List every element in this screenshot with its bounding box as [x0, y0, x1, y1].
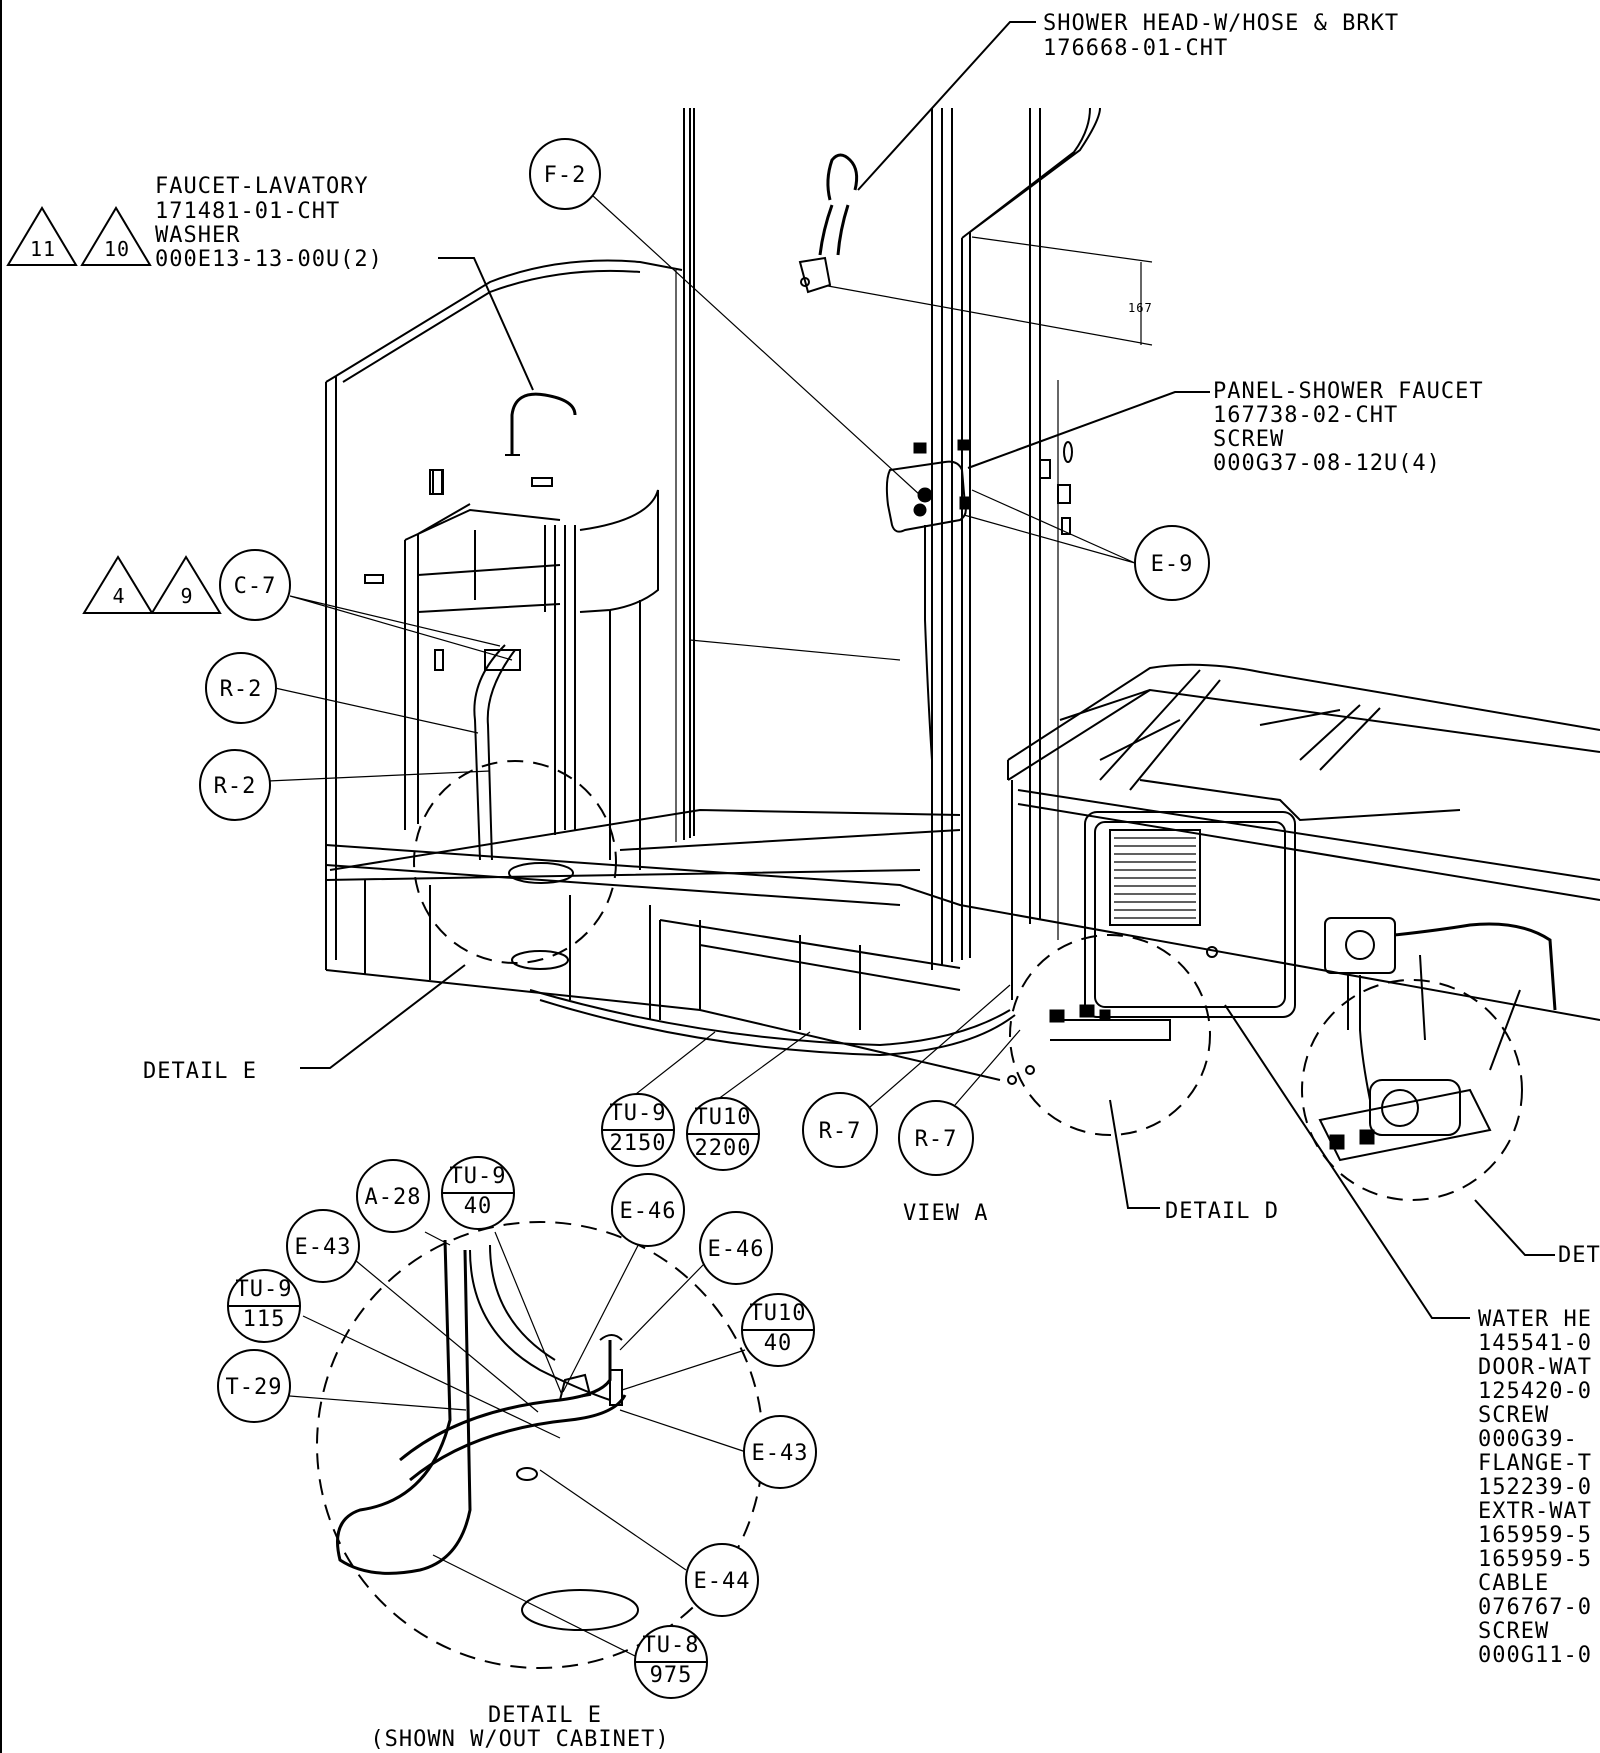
screw-part-number: 000G37-08-12U(4) [1213, 451, 1441, 476]
detail-e-callout: DETAIL E [143, 1059, 257, 1084]
bubble-f2: F-2 [544, 163, 587, 188]
bubble-r2: R-2 [214, 774, 257, 799]
faucet-lavatory-name: FAUCET-LAVATORY [155, 174, 369, 199]
bubble-e43: E-43 [295, 1235, 352, 1260]
item-bubble [217, 1349, 291, 1423]
water-heater-line: EXTR-WAT [1478, 1499, 1592, 1524]
water-heater-line: SCREW [1478, 1403, 1549, 1428]
tubing-length: 115 [243, 1307, 286, 1332]
revision-triangle [82, 555, 154, 614]
water-heater-line: 165959-5 [1478, 1547, 1592, 1572]
water-heater-line: 076767-0 [1478, 1595, 1592, 1620]
tubing-length: 975 [650, 1663, 693, 1688]
leader-lines [267, 21, 1555, 1657]
washer-name: WASHER [155, 223, 240, 248]
water-heater-line: SCREW [1478, 1619, 1549, 1644]
bubble-r7: R-7 [819, 1119, 862, 1144]
panel-shower-faucet-part-number: 167738-02-CHT [1213, 403, 1398, 428]
tubing-code: TU10 [695, 1105, 752, 1130]
detail-cut-label: DET [1558, 1243, 1600, 1268]
revision-triangle [150, 555, 222, 614]
detail-circles [316, 760, 1523, 1669]
detail-d-callout: DETAIL D [1165, 1199, 1279, 1224]
item-bubble [1134, 525, 1210, 601]
revision-triangle-label: 10 [104, 237, 130, 261]
revision-triangles: 11 10 4 9 [6, 206, 222, 614]
dimension-value: 167 [1128, 301, 1153, 315]
tubing-code: TU-9 [236, 1277, 293, 1302]
shower-head-label: SHOWER HEAD-W/HOSE & BRKT 176668-01-CHT [1043, 11, 1399, 61]
detail-e-subtitle: (SHOWN W/OUT CABINET) [370, 1727, 669, 1752]
detail-e-drawing [336, 1239, 639, 1631]
washer-part-number: 000E13-13-00U(2) [155, 247, 383, 272]
item-bubble [219, 549, 291, 621]
item-bubbles: F-2 E-9 C-7 R-2 R-2 R-7 R-7 A-28 E-46 E-… [199, 138, 1210, 1617]
water-heater-line: 000G11-0 [1478, 1643, 1592, 1668]
water-heater-line: FLANGE-T [1478, 1451, 1592, 1476]
shower-head-part-number: 176668-01-CHT [1043, 36, 1228, 61]
item-bubble [356, 1159, 430, 1233]
water-heater-line: WATER HE [1478, 1307, 1592, 1332]
item-bubble [898, 1100, 974, 1176]
item-bubble [699, 1211, 773, 1285]
water-heater-line: 152239-0 [1478, 1475, 1592, 1500]
bubble-e46: E-46 [620, 1199, 677, 1224]
heater-vent-grille [1109, 829, 1201, 926]
revision-triangle-label: 11 [30, 237, 56, 261]
item-bubble [611, 1173, 685, 1247]
bubble-e43: E-43 [752, 1441, 809, 1466]
tubing-code: TU-9 [610, 1101, 667, 1126]
bubble-r7: R-7 [915, 1127, 958, 1152]
bubble-a28: A-28 [365, 1185, 422, 1210]
tubing-code: TU-9 [450, 1164, 507, 1189]
revision-triangle-label: 9 [180, 584, 193, 608]
water-heater-line: 145541-0 [1478, 1331, 1592, 1356]
tubing-length: 40 [464, 1194, 493, 1219]
tubing-code: TU-8 [643, 1633, 700, 1658]
revision-triangle [80, 206, 152, 266]
water-heater-line: 165959-5 [1478, 1523, 1592, 1548]
item-bubble [743, 1415, 817, 1489]
faucet-lavatory-part-number: 171481-01-CHT [155, 199, 340, 224]
bubble-e46: E-46 [708, 1237, 765, 1262]
panel-shower-faucet-label: PANEL-SHOWER FAUCET 167738-02-CHT SCREW … [1213, 379, 1484, 476]
item-bubble [685, 1543, 759, 1617]
bubble-e44: E-44 [694, 1569, 751, 1594]
tubing-code: TU10 [750, 1301, 807, 1326]
tubing-length: 2200 [695, 1136, 752, 1161]
screw-name: SCREW [1213, 427, 1284, 452]
tubing-length-bubbles: TU-9 2150 TU10 2200 TU-9 40 TU-9 115 TU1… [227, 1093, 815, 1699]
water-heater-label-list: WATER HE 145541-0 DOOR-WAT 125420-0 SCRE… [1478, 1307, 1592, 1668]
item-bubble [286, 1209, 360, 1283]
water-heater-line: 125420-0 [1478, 1379, 1592, 1404]
water-heater-line: 000G39- [1478, 1427, 1578, 1452]
item-bubble [529, 138, 601, 210]
tubing-length: 40 [764, 1331, 793, 1356]
water-heater-line: CABLE [1478, 1571, 1549, 1596]
item-bubble [205, 652, 277, 724]
bubble-c7: C-7 [234, 574, 277, 599]
view-a-title: VIEW A [903, 1201, 988, 1226]
shower-head-name: SHOWER HEAD-W/HOSE & BRKT [1043, 11, 1399, 36]
item-bubble [802, 1092, 878, 1168]
bubble-e9: E-9 [1151, 552, 1194, 577]
water-heater-line: DOOR-WAT [1478, 1355, 1592, 1380]
bubble-t29: T-29 [226, 1375, 283, 1400]
revision-triangle [6, 206, 78, 266]
faucet-lavatory-label: FAUCET-LAVATORY 171481-01-CHT WASHER 000… [155, 174, 383, 272]
detail-e-title: DETAIL E [488, 1703, 602, 1728]
revision-triangle-label: 4 [112, 584, 125, 608]
bubble-r2: R-2 [220, 677, 263, 702]
tubing-length: 2150 [610, 1131, 667, 1156]
view-a-drawing [325, 107, 1600, 1162]
panel-shower-faucet-name: PANEL-SHOWER FAUCET [1213, 379, 1484, 404]
item-bubble [199, 749, 271, 821]
